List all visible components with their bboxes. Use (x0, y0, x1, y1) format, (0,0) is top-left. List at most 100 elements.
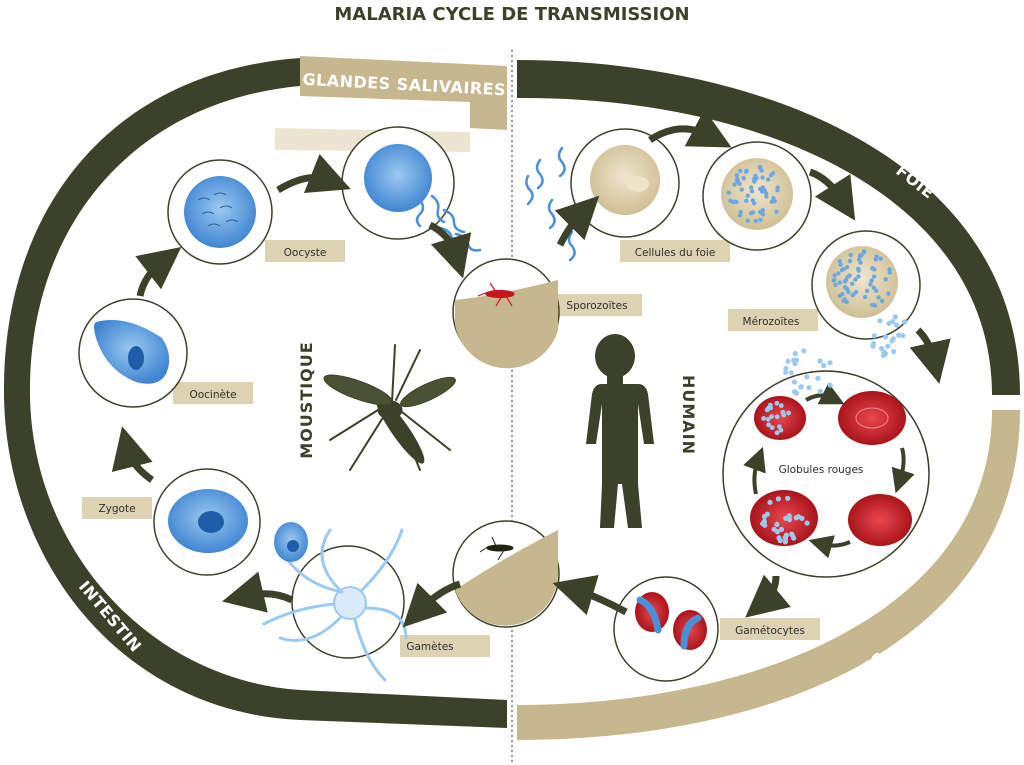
parasite-dot (844, 265, 850, 270)
parasite-dot (837, 280, 842, 285)
parasite-dot (786, 513, 792, 519)
parasite-dot (874, 254, 879, 259)
liver-schizont-dots (726, 164, 780, 224)
parasite-dot (804, 374, 810, 380)
parasite-dot (791, 535, 797, 541)
parasite-dot (758, 209, 763, 215)
cycle-arrows (111, 109, 951, 628)
mosquito-small-icon (479, 536, 514, 561)
parasite-dot (817, 358, 823, 364)
parasite-dot (789, 531, 795, 537)
parasite-dot (847, 273, 852, 278)
parasite-dot (868, 282, 873, 287)
parasite-dot (791, 379, 798, 385)
human-silhouette-icon (586, 334, 654, 528)
parasite-dot (879, 346, 885, 352)
parasite-dot (827, 360, 833, 366)
liver-cell (590, 145, 660, 215)
parasite-dot (821, 362, 827, 369)
parasite-dot (778, 403, 784, 409)
parasite-dot (766, 405, 771, 411)
skin-top (455, 280, 558, 369)
merozoite-release-dots (870, 314, 908, 358)
salivary-band (300, 56, 507, 130)
parasite-dot (792, 361, 798, 367)
parasite-dot (870, 302, 875, 307)
parasite-dot (817, 388, 823, 394)
gametocyte-cells (635, 592, 707, 650)
parasite-dot (839, 267, 845, 273)
mosquito-silhouette-icon (323, 344, 456, 471)
parasite-dot (761, 416, 766, 421)
parasite-dot (780, 409, 786, 415)
parasite-dot (890, 336, 896, 342)
parasite-dot (768, 173, 774, 178)
liver-cell-nucleus (627, 176, 649, 192)
parasite-dot (841, 298, 846, 304)
parasite-dot (902, 319, 908, 325)
parasite-dot (738, 209, 743, 215)
parasite-dot (892, 314, 898, 320)
parasite-dot (864, 288, 870, 294)
parasite-dot (887, 270, 892, 275)
parasite-dot (840, 291, 845, 297)
parasite-dot (896, 332, 902, 338)
parasite-dot (786, 410, 791, 416)
parasite-dot (748, 185, 754, 190)
mosquito-red-icon (477, 282, 515, 307)
oocyste-label: Oocyste (284, 247, 327, 259)
parasite-dot (856, 274, 861, 279)
sporozoite-squiggles-human (525, 146, 576, 262)
gametes-label: Gamètes (406, 641, 453, 653)
parasite-dot (795, 514, 802, 520)
parasite-dot (842, 279, 847, 284)
diagram-title: MALARIA CYCLE DE TRANSMISSION (334, 4, 689, 25)
parasite-dot (862, 294, 868, 300)
parasite-dot (836, 271, 841, 276)
parasite-dot (869, 278, 874, 283)
parasite-dot (870, 343, 876, 349)
parasite-dot (806, 385, 812, 391)
parasite-dot (871, 333, 877, 339)
parasite-dot (774, 414, 780, 420)
oocinete-nucleus (128, 346, 144, 370)
parasite-dot (843, 285, 848, 290)
parasite-dot (734, 199, 739, 205)
parasite-dot (832, 273, 837, 278)
rbc-cycle-arrows (743, 382, 915, 559)
parasite-dot (891, 348, 897, 355)
parasite-dot (760, 521, 766, 527)
parasite-dot (745, 193, 750, 198)
parasite-dot (782, 539, 789, 545)
parasite-dot (778, 526, 785, 533)
parasite-dot (777, 538, 783, 544)
parasite-dot (771, 526, 777, 532)
parasite-dot (762, 188, 767, 193)
parasite-dot (738, 168, 743, 174)
parasite-dot (870, 266, 875, 271)
parasite-dot (874, 288, 879, 293)
parasite-dot (861, 249, 867, 254)
parasite-dot (735, 179, 741, 184)
parasite-dot (850, 281, 855, 286)
oocinete-label: Oocinète (189, 389, 236, 401)
parasite-dot (775, 496, 782, 502)
moustique-label: MOUSTIQUE (297, 341, 316, 458)
parasite-dot (750, 198, 755, 203)
parasite-dot (752, 177, 757, 182)
parasite-dot (885, 343, 891, 349)
parasite-dot (766, 177, 771, 182)
parasite-dot (764, 194, 769, 199)
parasite-dot (847, 258, 853, 264)
sporozoites-label: Sporozoïtes (566, 300, 627, 312)
parasite-dot (774, 521, 780, 528)
parasite-dot (856, 266, 861, 271)
parasite-dot (853, 289, 859, 295)
oocyste-burst-cell (364, 144, 432, 212)
parasite-dot (758, 217, 763, 223)
parasite-dot (815, 375, 821, 381)
parasite-dot (837, 259, 842, 264)
parasite-dot (838, 262, 843, 267)
parasite-dot (737, 213, 743, 218)
